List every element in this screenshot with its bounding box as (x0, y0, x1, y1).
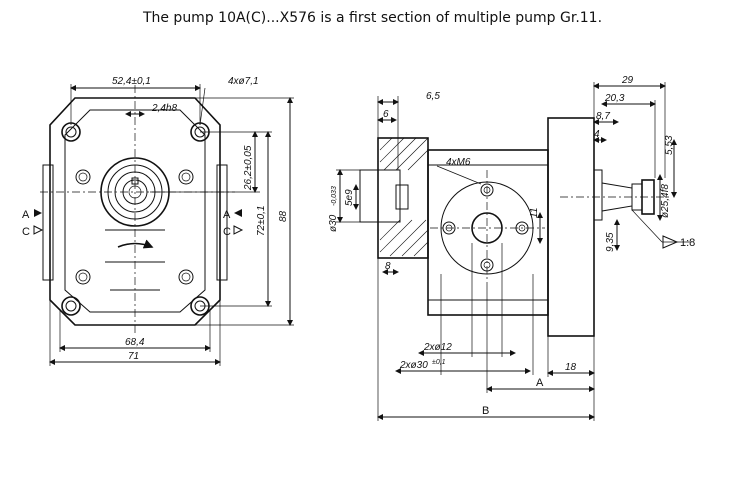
dim-5-53: 5,53 (664, 135, 675, 155)
dim-18: 18 (565, 362, 577, 373)
dim-shaft-height: 26,2±0,05 (243, 145, 254, 191)
dim-port-30: 2xø30 (399, 360, 428, 371)
dim-6-5: 6,5 (426, 91, 440, 102)
port-face (440, 181, 534, 275)
dim-4: 4 (594, 129, 600, 140)
flange-section (377, 137, 429, 259)
dim-shaft: ø30 (328, 214, 339, 232)
dim-8: 8 (385, 261, 391, 272)
dim-key: 2,4h8 (151, 103, 177, 114)
rear-cover (547, 117, 595, 337)
tapered-shaft (560, 169, 670, 221)
dim-shaft-tol: -0,033 (331, 186, 338, 206)
flange-hatching (379, 137, 429, 257)
rotation-arrow (117, 239, 154, 249)
dim-8-7: 8,7 (596, 111, 610, 122)
left-port-boss (42, 164, 54, 281)
dim-port-12: 2xø12 (423, 342, 452, 353)
dim-hole-spacing: 72±0,1 (256, 205, 267, 236)
dim-29: 29 (621, 75, 634, 86)
port-c-left: C (22, 226, 30, 238)
dim-key-5: 5e9 (344, 189, 355, 206)
port-c-right: C (223, 226, 231, 238)
port-a-right: A (223, 209, 231, 221)
dim-6: 6 (383, 109, 389, 120)
dim-holes: 4xø7,1 (228, 76, 259, 87)
dim-threads: 4xM6 (446, 157, 471, 168)
dim-20-3: 20,3 (604, 93, 625, 104)
dim-9-35: 9,35 (605, 232, 616, 252)
dim-height: 88 (278, 210, 289, 222)
dim-a: A (536, 377, 544, 389)
dim-taper: 1:8 (680, 237, 695, 249)
inner-bolt-holes (75, 169, 194, 285)
right-port-boss (216, 164, 228, 281)
front-view: 52,4±0,1 4xø7,1 2,4h8 26,2±0,05 72±0,1 8… (22, 76, 294, 366)
dim-width-68: 68,4 (125, 337, 145, 348)
spigot (359, 169, 401, 223)
dim-width-71: 71 (128, 351, 139, 362)
dim-port-30-tol: ±0,1 (432, 359, 446, 366)
diagram-caption: The pump 10A(C)...X576 is a first sectio… (142, 10, 603, 26)
dim-b: B (482, 405, 489, 417)
pump-body (427, 149, 549, 316)
side-view: 6,5 6 4xM6 ø30 -0,033 5e9 8 11 29 20,3 8… (328, 75, 695, 421)
dim-25-4: ø25,4f8 (660, 184, 671, 218)
port-a-left: A (22, 209, 30, 221)
dim-11: 11 (529, 208, 540, 218)
dim-width-52: 52,4±0,1 (112, 76, 151, 87)
